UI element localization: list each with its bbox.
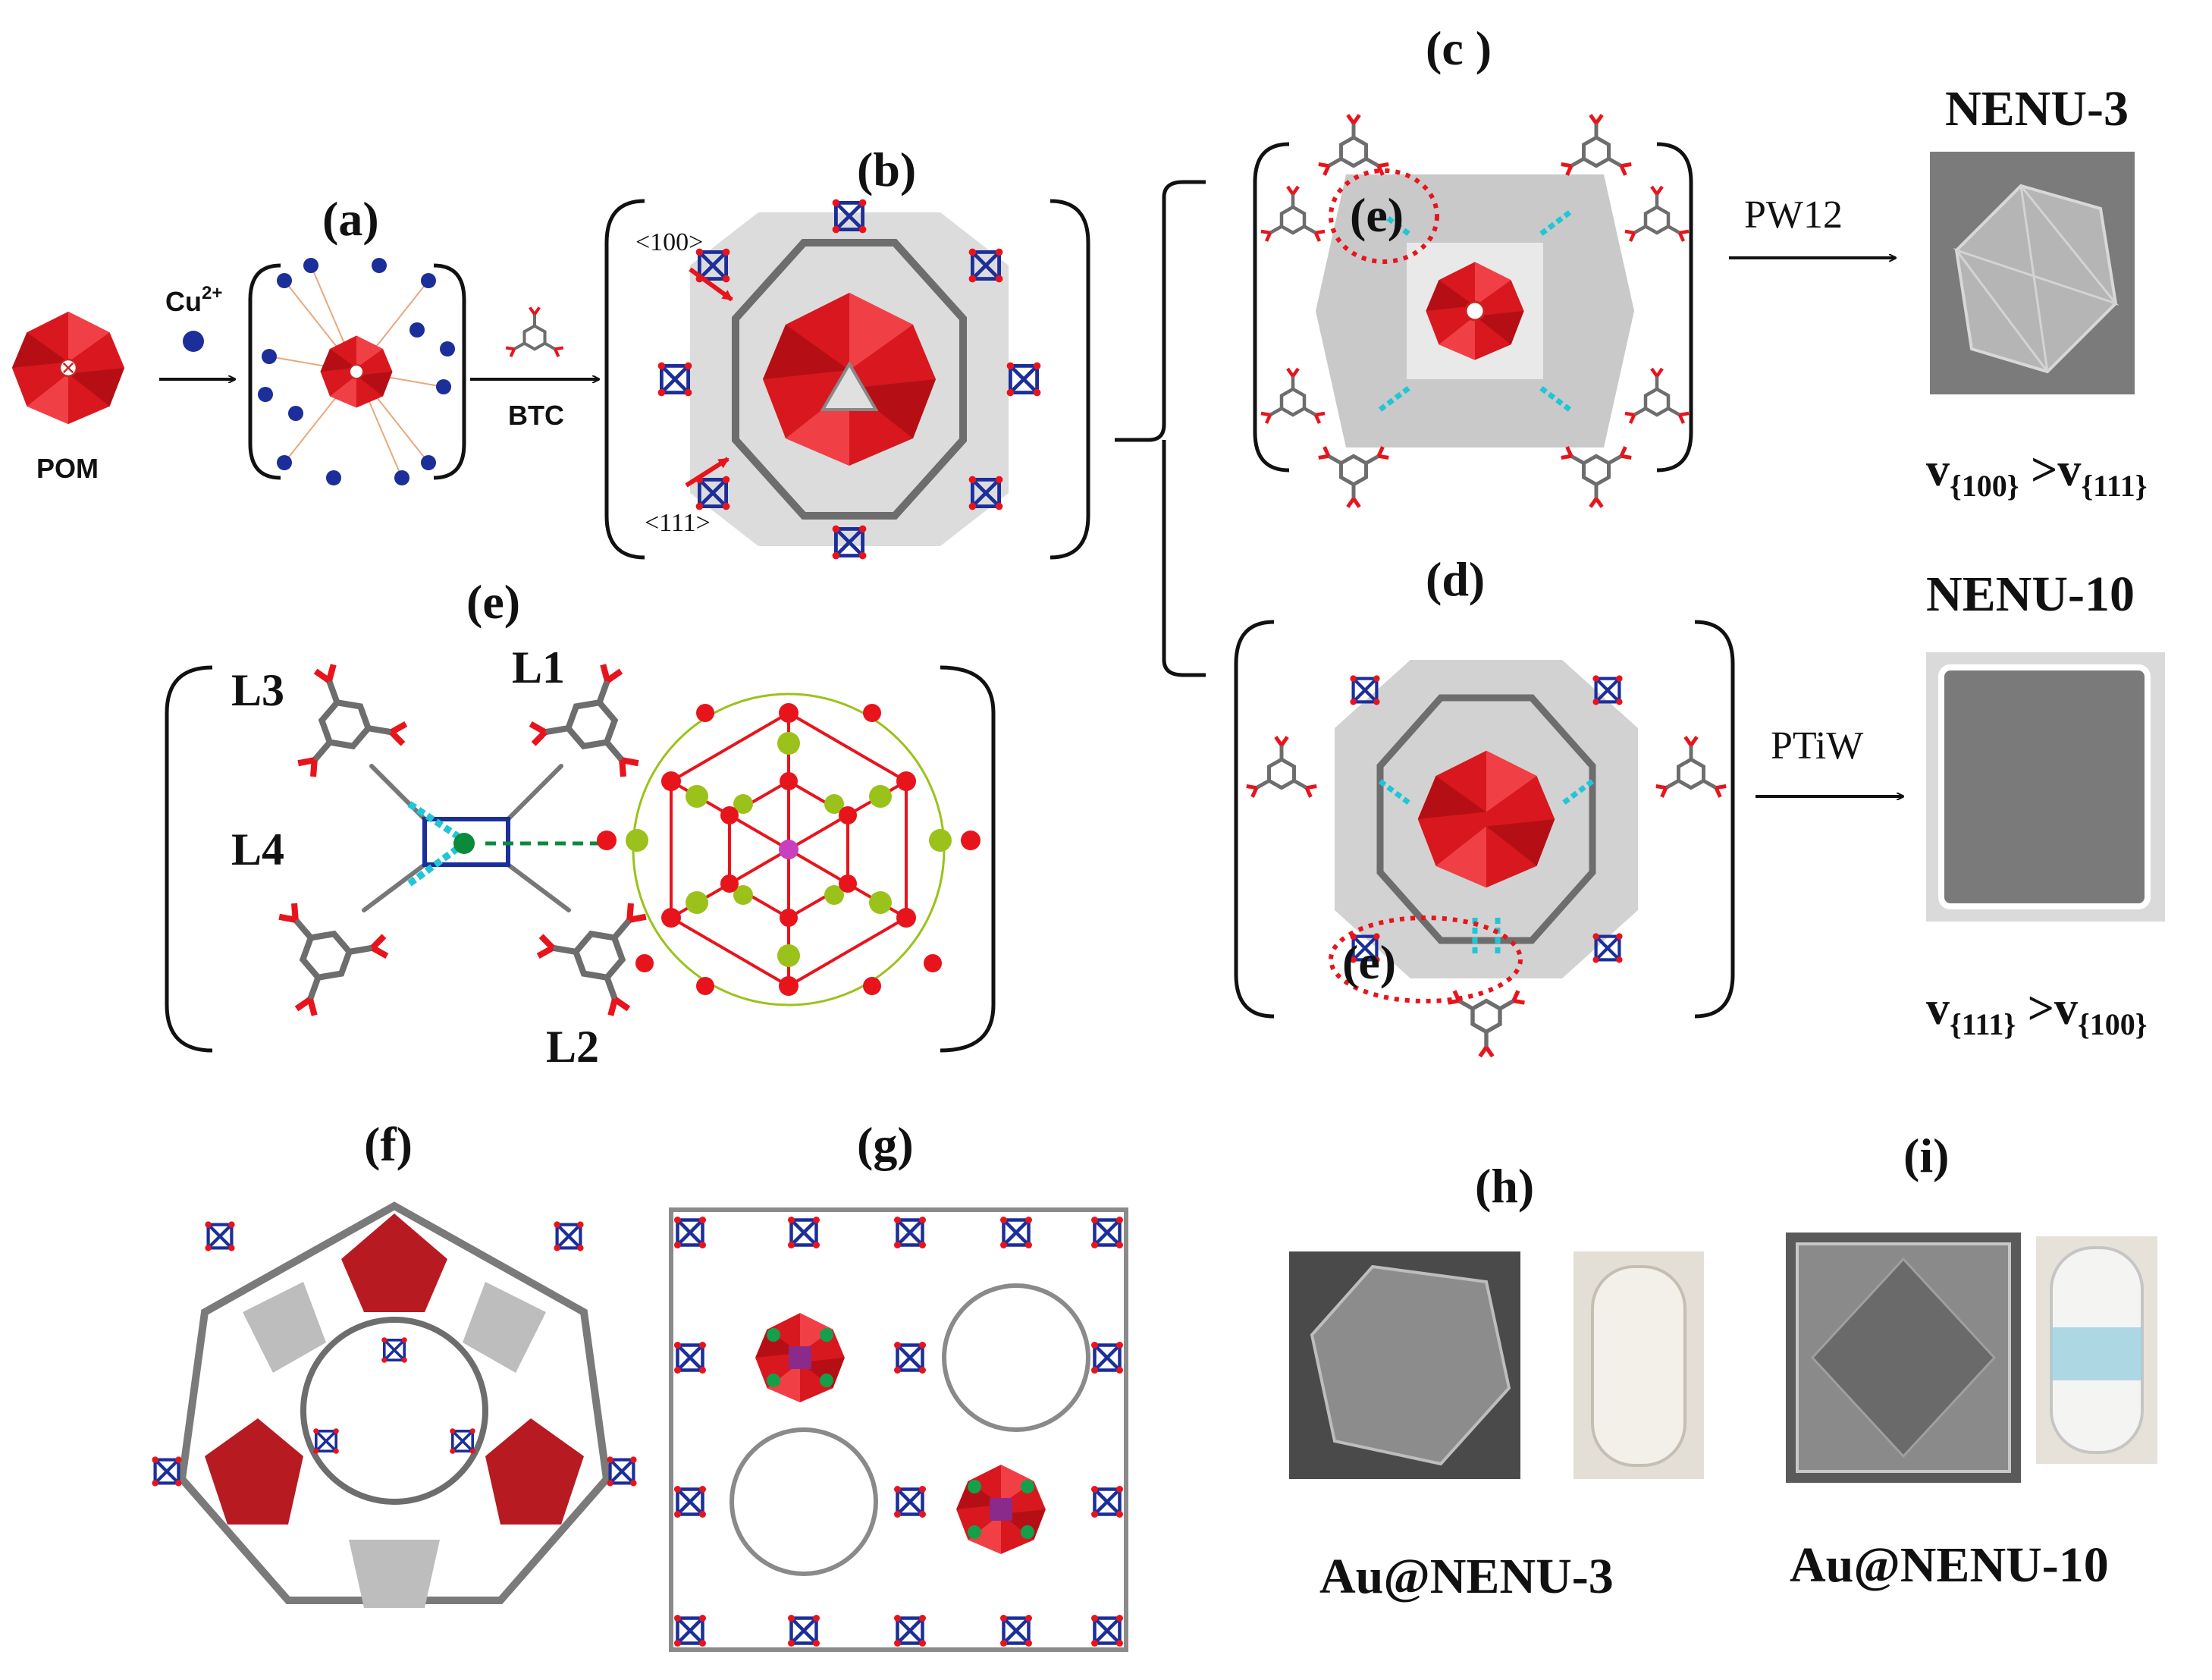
panel-d-e-mark: (e) bbox=[1342, 935, 1396, 989]
nenu10-cube-crystal bbox=[1938, 664, 2151, 909]
panel-c-highlight-ring bbox=[1329, 168, 1439, 264]
ligand-label-l1: L1 bbox=[512, 642, 565, 692]
bracket-c-right bbox=[1656, 142, 1693, 473]
bracket-b-left bbox=[604, 199, 645, 560]
panel-h-label: (h) bbox=[1475, 1159, 1534, 1213]
ligand-label-l3: L3 bbox=[231, 665, 284, 715]
ligand-label-l2: L2 bbox=[546, 1022, 599, 1072]
btc-label: BTC bbox=[508, 400, 564, 431]
au-nenu3-stir-bar bbox=[1591, 1265, 1686, 1467]
au-nenu3-caption: Au@NENU-3 bbox=[1319, 1549, 1614, 1604]
bracket-b-right bbox=[1050, 199, 1090, 560]
bracket-d-right bbox=[1694, 620, 1735, 1019]
dir-111-arrow bbox=[685, 457, 729, 488]
cu-label: Cu2+ bbox=[165, 283, 222, 317]
panel-d-cage-structure bbox=[1247, 660, 1726, 1057]
panel-d-highlight-ring bbox=[1329, 915, 1523, 1003]
panel-a-pom-cu-cluster bbox=[258, 258, 455, 485]
branch-brace bbox=[1115, 180, 1206, 677]
panel-f-framework bbox=[152, 1201, 636, 1608]
nenu3-title: NENU-3 bbox=[1945, 81, 2129, 137]
dir-100-label: <100> bbox=[635, 228, 703, 256]
nenu3-crystal-edges bbox=[1953, 185, 2119, 372]
panel-e-ligand-cluster bbox=[252, 648, 673, 1032]
cu-ion-icon bbox=[183, 331, 204, 352]
ptiw-label: PTiW bbox=[1771, 724, 1863, 768]
bracket-e-right bbox=[940, 665, 996, 1053]
bracket-c-left bbox=[1253, 142, 1290, 473]
panel-b-label: (b) bbox=[857, 143, 916, 196]
panel-i-label: (i) bbox=[1903, 1129, 1949, 1182]
bracket-a-right bbox=[433, 263, 466, 480]
panel-c-e-mark: (e) bbox=[1350, 188, 1404, 242]
bracket-a-left bbox=[248, 263, 281, 480]
panel-f-label: (f) bbox=[364, 1117, 413, 1171]
au-nenu3-crystal bbox=[1310, 1264, 1511, 1466]
pom-label: POM bbox=[36, 453, 99, 484]
ligand-label-l4: L4 bbox=[231, 824, 284, 875]
bracket-e-left bbox=[165, 665, 213, 1053]
panel-c-cage-structure bbox=[1261, 115, 1689, 507]
panel-b-cage-structure bbox=[658, 199, 1041, 560]
au-nenu10-diamond bbox=[1810, 1257, 1997, 1459]
dir-100-arrow bbox=[689, 267, 733, 302]
nenu10-growth-rate: v{111} >v{100} bbox=[1926, 983, 2147, 1041]
panel-e-label: (e) bbox=[466, 575, 520, 629]
nenu10-title: NENU-10 bbox=[1926, 567, 2135, 622]
au-nenu10-caption: Au@NENU-10 bbox=[1790, 1537, 2109, 1593]
btc-molecule-icon bbox=[506, 307, 563, 356]
panel-g-framework bbox=[669, 1207, 1128, 1652]
pw12-label: PW12 bbox=[1744, 193, 1843, 237]
pom-polyhedron bbox=[11, 311, 125, 425]
nenu3-growth-rate: v{100} >v{111} bbox=[1926, 444, 2147, 503]
au-nenu10-blue-band bbox=[2051, 1327, 2142, 1380]
panel-g-label: (g) bbox=[857, 1117, 914, 1171]
panel-d-label: (d) bbox=[1426, 552, 1485, 606]
panel-a-label: (a) bbox=[322, 192, 379, 246]
panel-e-keggin-pom bbox=[597, 692, 980, 1006]
bracket-d-left bbox=[1234, 620, 1275, 1019]
panel-c-label: (c ) bbox=[1426, 21, 1492, 75]
dir-111-label: <111> bbox=[645, 509, 711, 537]
